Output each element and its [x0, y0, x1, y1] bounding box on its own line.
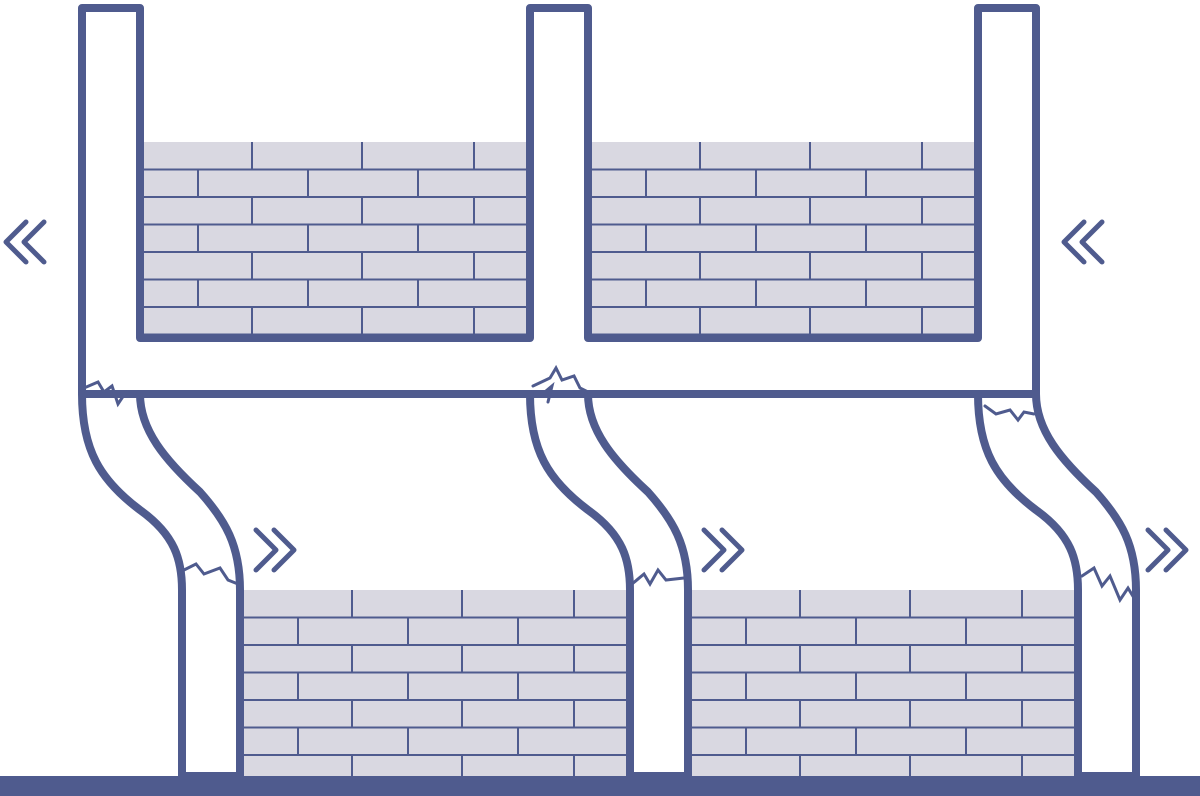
double-chevron-left-icon: [1061, 219, 1105, 265]
crack-middle-top: [531, 364, 590, 394]
double-chevron-right-icon: [253, 527, 297, 573]
crack-middle-top2: [538, 381, 555, 404]
double-chevron-left-icon: [3, 219, 47, 265]
lower-column-right: [974, 390, 1140, 780]
displacement-arrows: [3, 219, 1189, 573]
infill-upper-left: [140, 142, 530, 338]
ground-slab: [0, 776, 1200, 796]
crack-left-low: [182, 562, 240, 586]
infill-lower-left: [240, 590, 630, 780]
column-cracks: [82, 364, 1136, 604]
brick-infill-panels: [140, 142, 1078, 780]
crack-left-top: [82, 380, 142, 408]
crack-right-low: [1080, 565, 1136, 604]
lower-column-left: [78, 390, 244, 780]
infill-lower-right: [688, 590, 1078, 780]
infill-upper-right: [588, 142, 978, 338]
lower-column-middle: [526, 390, 692, 780]
structural-frame: [78, 4, 1140, 780]
crack-right-top: [983, 404, 1036, 423]
double-chevron-right-icon: [701, 527, 745, 573]
double-chevron-right-icon: [1145, 527, 1189, 573]
crack-middle-low: [630, 567, 686, 587]
